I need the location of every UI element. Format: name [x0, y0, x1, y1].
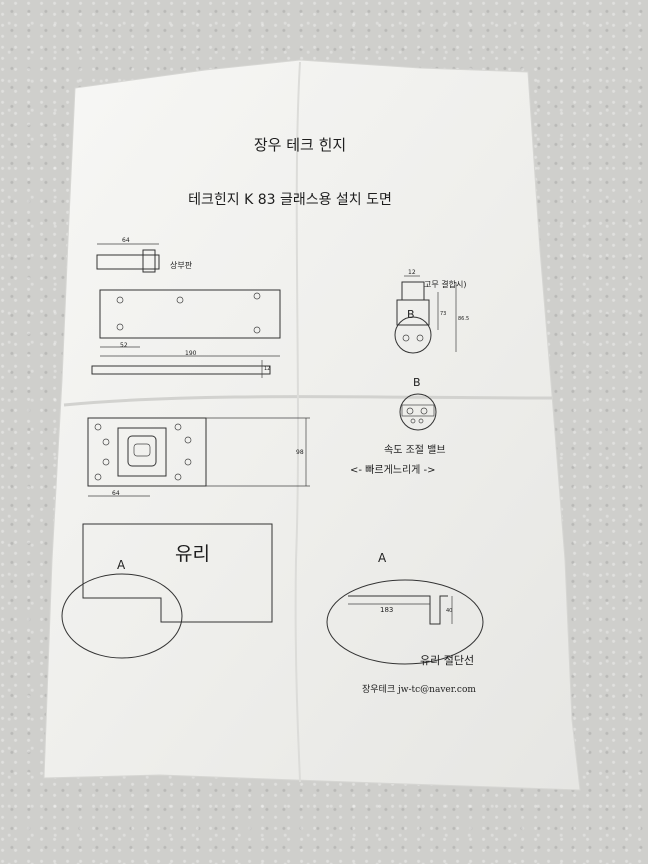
dimension-86-5: 86.5 [458, 316, 469, 322]
glass-cut-drawing: A 183 40 유리 절단선 [326, 551, 484, 667]
top-plate-drawing: 64 상부판 52 190 12 [91, 237, 281, 378]
fold-crease-horizontal [63, 395, 553, 407]
dimension-12-side: 12 [264, 366, 270, 372]
section-b-mark: B [407, 308, 415, 321]
dimension-64-top: 64 [122, 237, 130, 244]
rubber-joint-drawing: 12 고무 결합시) B 73 86.5 [394, 269, 469, 354]
speed-valve-drawing: B 속도 조절 밸브 <- 빠르게느리게 -> [350, 376, 446, 476]
dimension-183: 183 [380, 606, 393, 614]
dimension-52: 52 [120, 342, 128, 349]
document-subtitle: 테크힌지 K 83 글래스용 설치 도면 [188, 192, 392, 208]
dimension-12: 12 [408, 269, 416, 276]
fold-crease-vertical [294, 61, 301, 783]
dimension-73: 73 [440, 311, 446, 317]
bottom-plate-drawing: 98 64 [87, 417, 310, 497]
rubber-joint-label: 고무 결합시) [424, 279, 466, 289]
dimension-40: 40 [446, 608, 452, 614]
speed-valve-label: 속도 조절 밸브 [384, 443, 446, 456]
paper-sheet [43, 59, 581, 791]
speed-direction-label: <- 빠르게느리게 -> [350, 464, 436, 476]
section-a-left: A [117, 558, 126, 572]
dimension-64-bottom: 64 [112, 490, 120, 497]
company-title: 장우 테크 힌지 [254, 136, 346, 154]
dimension-190: 190 [185, 350, 197, 357]
section-a-right: A [378, 551, 387, 565]
glass-drawing: 유리 A [61, 523, 273, 659]
dimension-98: 98 [296, 449, 304, 456]
glass-label: 유리 [175, 543, 210, 565]
top-plate-label: 상부판 [170, 260, 193, 270]
section-b-title: B [413, 376, 421, 389]
glass-cut-line-label: 유리 절단선 [420, 654, 474, 667]
footer-contact: 장우테크 jw-tc@naver.com [362, 684, 476, 695]
